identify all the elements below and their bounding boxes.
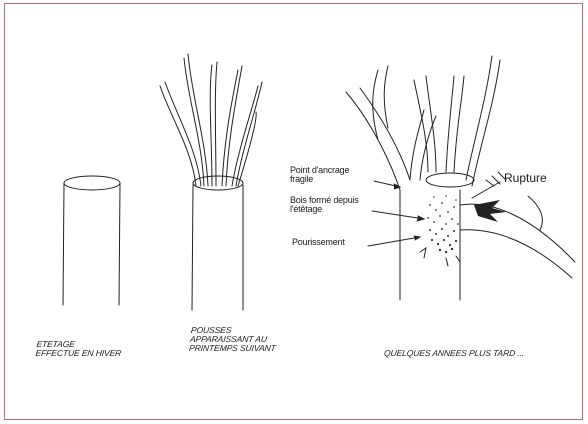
label-bois: Bois formé depuis l'étêtage	[290, 196, 359, 215]
label-bois-line-2: l'étêtage	[290, 205, 359, 214]
trunk-with-shoots	[160, 54, 262, 310]
label-rupture: Rupture	[504, 172, 547, 185]
caption-etetage-line-2: EFFECTUE EN HIVER	[35, 349, 122, 358]
caption-annees: QUELQUES ANNEES PLUS TARD ...	[384, 349, 525, 358]
pollarded-trunk	[63, 176, 120, 305]
rupture-burst	[474, 200, 506, 222]
arrow-pourrissement	[368, 237, 420, 246]
arrow-rupture	[472, 182, 500, 198]
label-ancrage: Point d'ancrage fragile	[290, 166, 349, 185]
caption-pousses-line-3: PRINTEMPS SUIVANT	[189, 344, 277, 353]
label-pourrissement: Pourissement	[292, 238, 345, 247]
arrow-bois	[372, 211, 424, 219]
decay-stipple	[427, 195, 459, 253]
label-ancrage-line-2: fragile	[290, 175, 349, 184]
caption-pousses: POUSSES APPARAISSANT AU PRINTEMPS SUIVAN…	[189, 326, 278, 353]
caption-etetage: ETETAGE EFFECTUE EN HIVER	[35, 340, 123, 358]
